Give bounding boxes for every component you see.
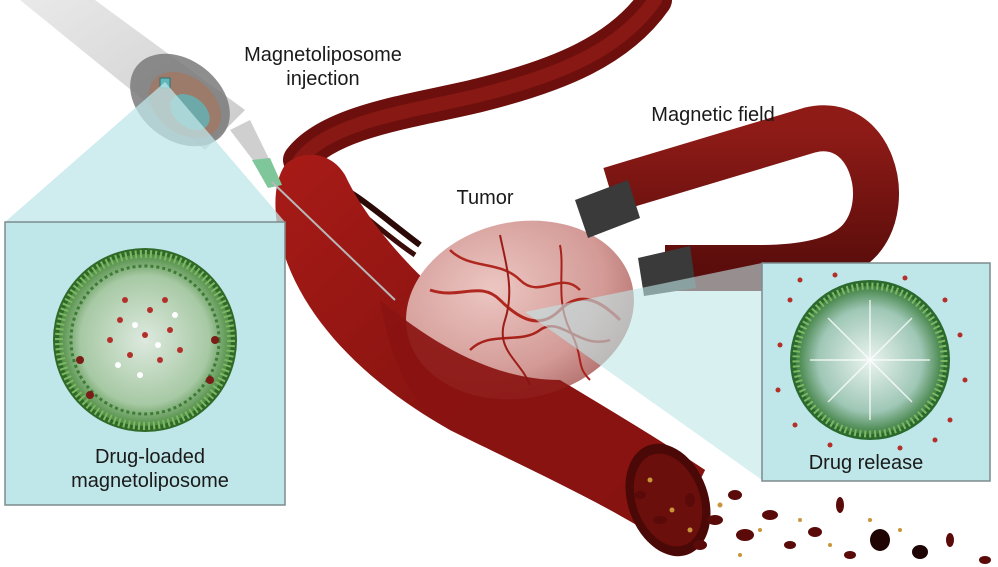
label-magnetic-field: Magnetic field <box>651 104 775 126</box>
label-drug-release: Drug release <box>808 452 924 474</box>
panel-drug-release <box>761 262 991 482</box>
main-vessel-front <box>380 300 705 545</box>
panel-drug-loaded <box>4 221 286 506</box>
label-magnetoliposome-injection: Magnetoliposome injection <box>218 44 428 91</box>
label-injection-line1: Magnetoliposome <box>244 44 402 66</box>
label-drug-loaded-line1: Drug-loaded <box>94 446 206 468</box>
zoom-beam-right <box>525 263 762 480</box>
drug-particles <box>647 477 902 557</box>
label-drug-loaded-magnetoliposome: Drug-loaded magnetoliposome <box>30 446 270 493</box>
label-drug-loaded-line2: magnetoliposome <box>71 469 229 492</box>
label-tumor: Tumor <box>456 187 514 209</box>
zoom-beam-left <box>5 82 285 222</box>
vessel-upper-loop-highlight <box>293 0 662 167</box>
blood-cells <box>634 490 991 564</box>
label-injection-line2: injection <box>286 67 360 90</box>
